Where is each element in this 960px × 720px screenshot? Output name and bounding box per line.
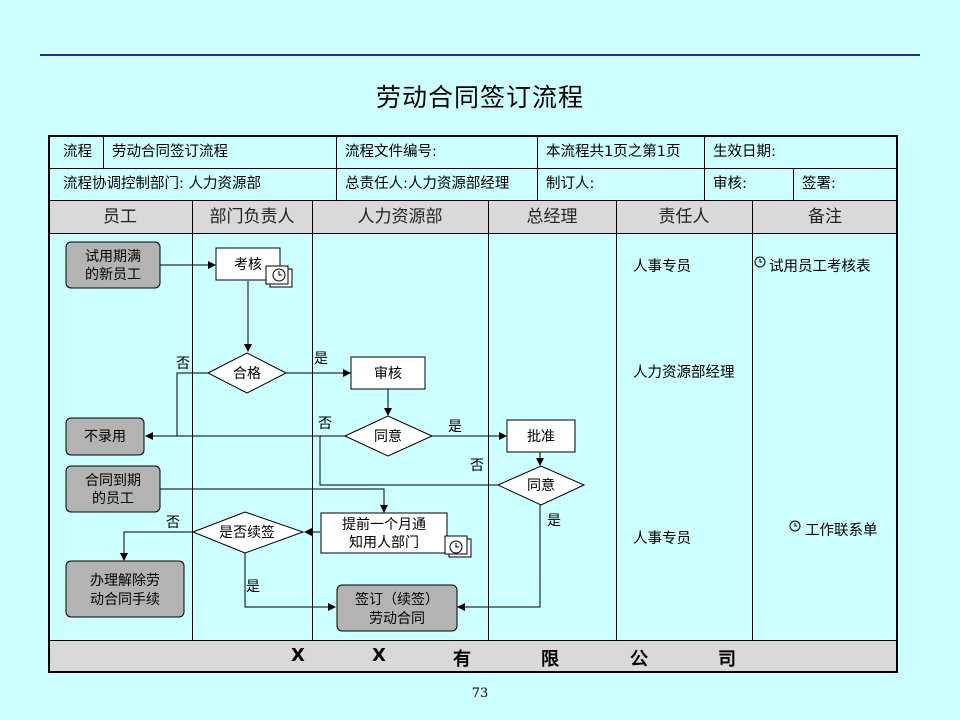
footer-char-3: 有 <box>453 649 471 670</box>
node-agree-hr-decision: 同意 <box>343 415 434 457</box>
header-owner: 总责任人:人力资源部经理 <box>345 176 510 192</box>
document-clock-icon <box>444 535 472 558</box>
svg-text:合同到期: 合同到期 <box>85 473 141 489</box>
node-audit: 审核 <box>350 356 426 390</box>
document-clock-icon <box>265 265 293 288</box>
node-not-hired: 不录用 <box>65 417 145 456</box>
node-qualified-decision: 合格 <box>206 352 288 394</box>
node-renew-decision: 是否续签 <box>191 511 305 554</box>
header-doc-no: 流程文件编号: <box>345 144 437 160</box>
node-assess: 考核 <box>215 247 293 288</box>
svg-text:是否续签: 是否续签 <box>219 524 275 541</box>
page-number: 73 <box>471 686 489 701</box>
node-sign-contract: 签订（续签） 劳动合同 <box>336 584 458 632</box>
svg-text:办理解除劳: 办理解除劳 <box>90 573 160 589</box>
svg-text:合格: 合格 <box>233 366 261 382</box>
label-no: 否 <box>318 416 332 432</box>
remark-1: 试用员工考核表 <box>769 259 871 275</box>
page-title: 劳动合同签订流程 <box>375 83 584 112</box>
footer-divider <box>48 640 898 641</box>
svg-text:考核: 考核 <box>234 257 262 273</box>
label-no: 否 <box>470 458 484 474</box>
responsible-1: 人事专员 <box>633 259 691 275</box>
node-agree-gm-decision: 同意 <box>496 465 586 506</box>
header-reviewer: 审核: <box>713 176 747 192</box>
flow-table-frame <box>48 135 898 673</box>
lane-responsible: 责任人 <box>658 207 710 227</box>
lane-divider-1 <box>192 201 193 640</box>
header-divider-1 <box>48 168 898 169</box>
label-yes: 是 <box>547 513 561 529</box>
arrow-expired-to-notify <box>160 488 388 513</box>
header-col-3 <box>537 137 538 201</box>
lane-remarks: 备注 <box>808 207 842 227</box>
line-qualified-no <box>176 372 208 436</box>
header-signer: 签署: <box>802 176 836 192</box>
svg-text:同意: 同意 <box>527 477 555 494</box>
clock-icon <box>789 520 801 532</box>
lane-employee: 员工 <box>103 207 137 227</box>
header-col-1 <box>103 137 104 168</box>
svg-text:动合同手续: 动合同手续 <box>90 591 160 608</box>
footer-bar <box>48 640 898 673</box>
svg-text:知用人部门: 知用人部门 <box>349 534 419 551</box>
lane-header-divider <box>48 233 898 234</box>
responsible-3: 人事专员 <box>633 531 691 547</box>
header-pages: 本流程共1页之第1页 <box>546 144 681 160</box>
lane-header-bar <box>48 201 898 233</box>
header-col-5 <box>793 169 794 201</box>
lane-hr: 人力资源部 <box>357 207 443 227</box>
lane-dept-head: 部门负责人 <box>209 207 295 227</box>
node-contract-expired: 合同到期 的员工 <box>65 465 161 513</box>
svg-text:试用期满: 试用期满 <box>85 249 141 265</box>
svg-text:签订（续签）: 签订（续签） <box>355 591 439 608</box>
node-approve: 批准 <box>506 419 576 453</box>
footer-char-1: X <box>291 645 305 666</box>
responsible-2: 人力资源部经理 <box>633 365 735 381</box>
label-yes: 是 <box>246 579 260 595</box>
header-maker: 制订人: <box>546 176 595 192</box>
header-col-4 <box>704 137 705 201</box>
svg-text:提前一个月通: 提前一个月通 <box>342 516 426 533</box>
line-agree2-no <box>319 436 498 486</box>
label-yes: 是 <box>314 351 328 367</box>
top-rule <box>40 54 920 56</box>
lane-divider-5 <box>752 201 753 640</box>
node-notify: 提前一个月通 知用人部门 <box>320 512 472 558</box>
svg-text:不录用: 不录用 <box>84 429 126 445</box>
arrow-agree2-yes <box>457 505 541 611</box>
footer-char-5: 公 <box>630 649 648 670</box>
arrow-renew-yes <box>244 553 336 611</box>
svg-text:的员工: 的员工 <box>92 491 134 507</box>
lane-divider-2 <box>312 201 313 640</box>
node-terminate: 办理解除劳 动合同手续 <box>65 560 185 618</box>
lane-divider-3 <box>488 201 489 640</box>
footer-char-6: 司 <box>718 649 736 670</box>
label-no: 否 <box>166 515 180 531</box>
arrow-renew-no <box>120 531 193 561</box>
header-col-2 <box>336 137 337 201</box>
header-divider-2 <box>48 200 898 201</box>
remark-2: 工作联系单 <box>805 523 878 539</box>
svg-text:批准: 批准 <box>527 429 555 445</box>
lane-divider-4 <box>616 201 617 640</box>
footer-char-2: X <box>372 645 386 666</box>
clock-icon <box>754 256 766 268</box>
svg-text:劳动合同: 劳动合同 <box>369 611 425 627</box>
svg-text:的新员工: 的新员工 <box>85 267 141 283</box>
node-trial-employee: 试用期满 的新员工 <box>65 241 161 289</box>
label-yes: 是 <box>448 419 462 435</box>
lane-gm: 总经理 <box>526 207 578 227</box>
header-coord-dept: 流程协调控制部门: 人力资源部 <box>63 176 261 192</box>
svg-text:审核: 审核 <box>374 366 402 382</box>
header-flow-label: 流程 <box>63 144 92 160</box>
label-no: 否 <box>176 356 190 372</box>
header-effective-date: 生效日期: <box>713 144 776 160</box>
svg-text:同意: 同意 <box>374 428 402 445</box>
footer-char-4: 限 <box>541 649 559 670</box>
header-flow-name: 劳动合同签订流程 <box>112 144 228 160</box>
